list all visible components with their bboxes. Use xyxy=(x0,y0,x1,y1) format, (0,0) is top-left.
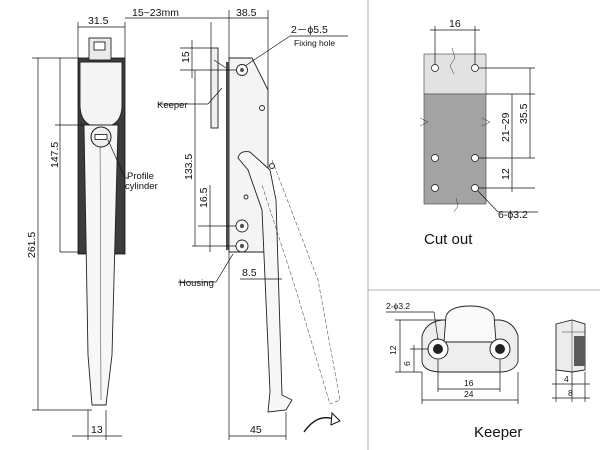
cutout-hole-2 xyxy=(471,64,479,72)
cutout-hole-6 xyxy=(471,184,479,192)
cutout-title: Cut out xyxy=(424,231,473,248)
label-keeper: Keeper xyxy=(157,100,188,111)
keeper-title: Keeper xyxy=(474,424,522,441)
dim-cutout-width: 16 xyxy=(449,18,461,30)
dim-keeper-holes: 2-ϕ3.2 xyxy=(386,301,410,311)
cutout-view: 16 35.5 21~29 12 6-ϕ3.2 Cut out xyxy=(419,18,538,248)
dim-cutout-pitch: 12 xyxy=(500,168,512,180)
dim-hole-pitch: 16.5 xyxy=(198,187,210,208)
dim-keeper-half: 6 xyxy=(402,361,412,366)
front-view: 31.5 261.5 147.5 13 Profile cylinder xyxy=(26,15,158,440)
dim-cutout-holes: 6-ϕ3.2 xyxy=(498,209,528,221)
cutout-hole-3 xyxy=(431,154,439,162)
cutout-light-zone xyxy=(423,53,487,95)
side-keeper xyxy=(210,47,219,129)
dim-fixing-holes: 2－ϕ5.5 xyxy=(291,24,328,36)
dim-handle-width: 31.5 xyxy=(88,15,109,27)
label-fixing-hole: Fixing hole xyxy=(294,38,335,48)
dim-keeper-depth: 8 xyxy=(568,388,573,398)
cutout-hole-4 xyxy=(471,154,479,162)
dim-keeper-width: 24 xyxy=(464,389,474,399)
dim-hole-spacing: 133.5 xyxy=(183,154,195,180)
dim-handle-length: 261.5 xyxy=(26,232,38,258)
label-profile-cylinder-2: cylinder xyxy=(125,181,158,192)
dim-keeper-pitch: 16 xyxy=(464,378,474,388)
cutout-hole-5 xyxy=(431,184,439,192)
handle-swing-path xyxy=(261,159,341,405)
dim-base-width: 13 xyxy=(91,424,103,436)
dim-cutout-height: 35.5 xyxy=(518,103,530,124)
dim-keeper-offset: 15~23mm xyxy=(132,7,179,19)
dim-keeper-height: 12 xyxy=(388,345,398,355)
dim-cutout-range: 21~29 xyxy=(500,112,512,142)
cutout-hole-1 xyxy=(431,64,439,72)
keeper-tongue xyxy=(443,305,497,343)
dim-handle-offset: 8.5 xyxy=(242,267,257,279)
cylinder-keyway xyxy=(94,134,108,140)
front-handle xyxy=(83,124,119,406)
dim-keeper-thk: 4 xyxy=(564,374,569,384)
front-top-slot xyxy=(93,41,106,51)
front-lock-body xyxy=(79,61,123,126)
label-profile-cylinder-1: Profile xyxy=(127,171,154,182)
dim-keeper-gap: 15 xyxy=(180,51,192,63)
side-view: 15~23mm 38.5 2－ϕ5.5 Fixing hole 15 133.5… xyxy=(125,7,348,440)
side-handle xyxy=(237,151,293,413)
dim-swing: 45 xyxy=(250,424,262,436)
keeper-view: 2-ϕ3.2 12 6 16 24 4 8 Keeper xyxy=(386,301,590,441)
dim-lock-length: 147.5 xyxy=(49,142,61,168)
label-housing: Housing xyxy=(179,278,214,289)
dim-housing-width: 38.5 xyxy=(236,7,257,19)
